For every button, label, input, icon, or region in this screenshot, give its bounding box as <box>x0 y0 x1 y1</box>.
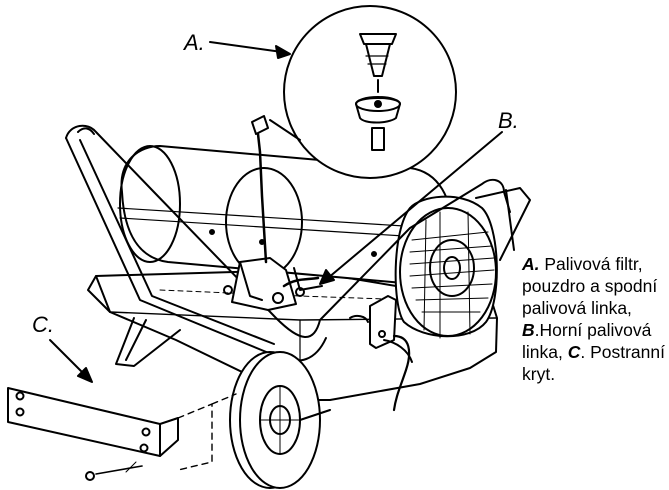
fan-guard <box>394 195 498 339</box>
legend-text-b: .Horní palivová linka, <box>522 320 652 362</box>
legend-key-a: A. <box>522 254 540 274</box>
fuel-line-bracket <box>223 257 323 311</box>
side-cover-c <box>7 387 179 481</box>
stand-leg <box>115 317 181 367</box>
fuel-filter-line <box>251 115 269 264</box>
legend-text-c: . Postranní kryt. <box>522 342 665 384</box>
alignment-lines <box>177 393 237 471</box>
legend-key-b: B <box>522 320 535 340</box>
callout-label-b: B. <box>498 108 519 133</box>
legend-text-a: Palivová filtr, pouzdro a spodní palivov… <box>522 254 658 318</box>
filter-detail-circle <box>269 5 457 179</box>
wheel <box>229 351 331 489</box>
heater-body <box>117 145 453 285</box>
legend-key-c: C <box>567 342 581 362</box>
callout-arrows <box>49 41 503 383</box>
callout-label-a: A. <box>184 30 205 55</box>
callout-label-c: C. <box>32 312 54 337</box>
control-box <box>349 295 413 412</box>
legend-text: A. Palivová filtr, pouzdro a spodní pali… <box>522 253 667 385</box>
